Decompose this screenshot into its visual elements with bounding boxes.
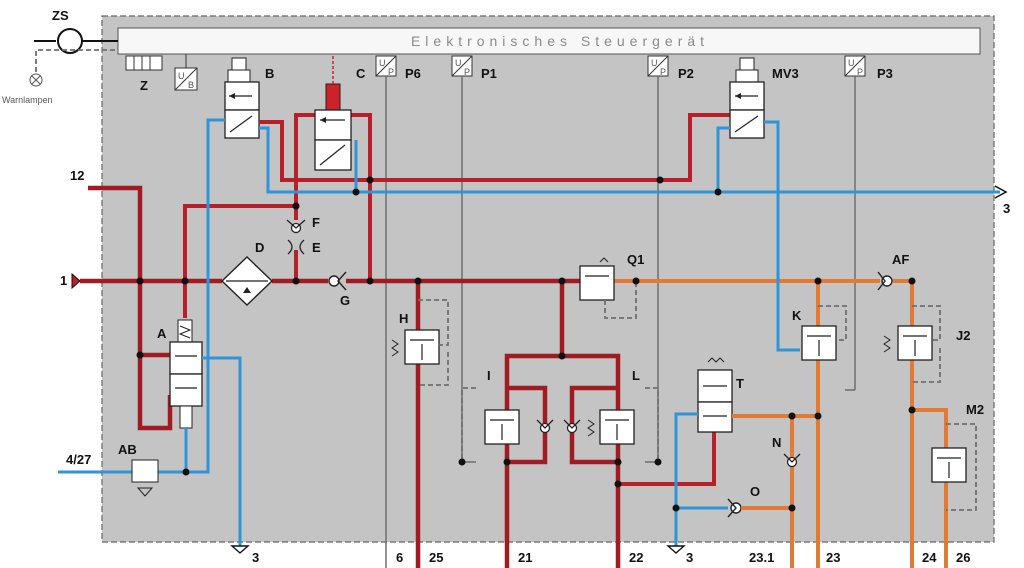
c-label: C xyxy=(356,66,366,81)
port-1-arrow xyxy=(71,272,81,290)
check-valve-f xyxy=(286,219,306,234)
e-label: E xyxy=(312,240,321,255)
b-label: B xyxy=(265,66,274,81)
valve-k xyxy=(801,325,837,361)
bottom-port-24: 24 xyxy=(922,550,937,565)
svg-text:P: P xyxy=(857,67,863,77)
f-label: F xyxy=(312,215,320,230)
k-label: K xyxy=(792,308,802,323)
valve-m2 xyxy=(931,447,967,483)
port-3-right-arrow xyxy=(994,185,1008,199)
ecu-bar xyxy=(117,27,981,55)
valve-c-solenoid xyxy=(325,83,341,111)
bottom-port-3a: 3 xyxy=(252,550,259,565)
l-label: L xyxy=(632,368,640,383)
svg-text:U: U xyxy=(455,58,462,68)
pressure-sensor-p1: U P xyxy=(451,55,473,77)
valve-b xyxy=(224,81,260,139)
mv3-label: MV3 xyxy=(772,66,799,81)
d-label: D xyxy=(255,240,264,255)
m2-label: M2 xyxy=(966,402,984,417)
valve-l xyxy=(587,409,635,445)
j2-label: J2 xyxy=(956,328,970,343)
exhaust-arrow-mid xyxy=(666,545,686,554)
valve-h xyxy=(391,329,440,365)
ub-sub: B xyxy=(188,80,194,90)
p2-label: P2 xyxy=(678,66,694,81)
check-valve-af xyxy=(877,271,893,291)
valve-j2 xyxy=(883,325,933,361)
exhaust-arrow-left xyxy=(230,545,250,554)
p6-label: P6 xyxy=(405,66,421,81)
valve-t xyxy=(697,357,733,433)
ub-symbol: U xyxy=(178,71,185,81)
pressure-sensor-p2: U P xyxy=(647,55,669,77)
af-label: AF xyxy=(892,252,909,267)
bottom-port-23-1: 23.1 xyxy=(749,550,774,565)
port-3-right-label: 3 xyxy=(1003,201,1010,216)
zs-label: ZS xyxy=(52,8,69,23)
port-12-label: 12 xyxy=(70,168,84,183)
pressure-sensor-p6: U P xyxy=(375,55,397,77)
check-valve-n xyxy=(783,453,801,468)
throttle-e xyxy=(287,239,305,255)
bottom-port-3b: 3 xyxy=(686,550,693,565)
svg-text:P: P xyxy=(464,67,470,77)
port-4-27-label: 4/27 xyxy=(66,452,91,467)
pressure-sensor-p3: U P xyxy=(844,55,866,77)
valve-mv3 xyxy=(729,81,765,139)
svg-text:P: P xyxy=(660,67,666,77)
check-valve-g xyxy=(328,271,347,291)
ecu-title: Elektronisches Steuergerät xyxy=(411,33,709,49)
n-label: N xyxy=(772,435,781,450)
t-label: T xyxy=(736,376,744,391)
ab-label: AB xyxy=(118,442,137,457)
check-valve-pair xyxy=(536,419,581,434)
svg-text:P: P xyxy=(388,67,394,77)
valve-a xyxy=(169,319,203,429)
bottom-port-26: 26 xyxy=(956,550,970,565)
bottom-port-22: 22 xyxy=(629,550,643,565)
valve-i xyxy=(484,409,520,445)
z-connector xyxy=(125,55,163,71)
p3-label: P3 xyxy=(877,66,893,81)
port-1-label: 1 xyxy=(60,273,67,288)
check-valve-o xyxy=(727,498,742,518)
bottom-port-6: 6 xyxy=(396,550,403,565)
q1-label: Q1 xyxy=(627,252,644,267)
a-label: A xyxy=(157,326,167,341)
svg-text:U: U xyxy=(848,58,855,68)
bottom-port-21: 21 xyxy=(518,550,532,565)
p1-label: P1 xyxy=(481,66,497,81)
valve-c xyxy=(314,109,352,171)
warning-lamp-label: Warnlampen xyxy=(2,95,53,105)
valve-q1 xyxy=(579,257,615,301)
bottom-port-23: 23 xyxy=(826,550,840,565)
g-label: G xyxy=(340,293,350,308)
h-label: H xyxy=(399,311,408,326)
svg-text:U: U xyxy=(651,58,658,68)
bottom-port-25: 25 xyxy=(429,550,443,565)
svg-text:U: U xyxy=(379,58,386,68)
i-label: I xyxy=(487,368,491,383)
ab-silencer xyxy=(131,459,159,483)
z-label: Z xyxy=(140,78,148,93)
o-label: O xyxy=(750,484,760,499)
